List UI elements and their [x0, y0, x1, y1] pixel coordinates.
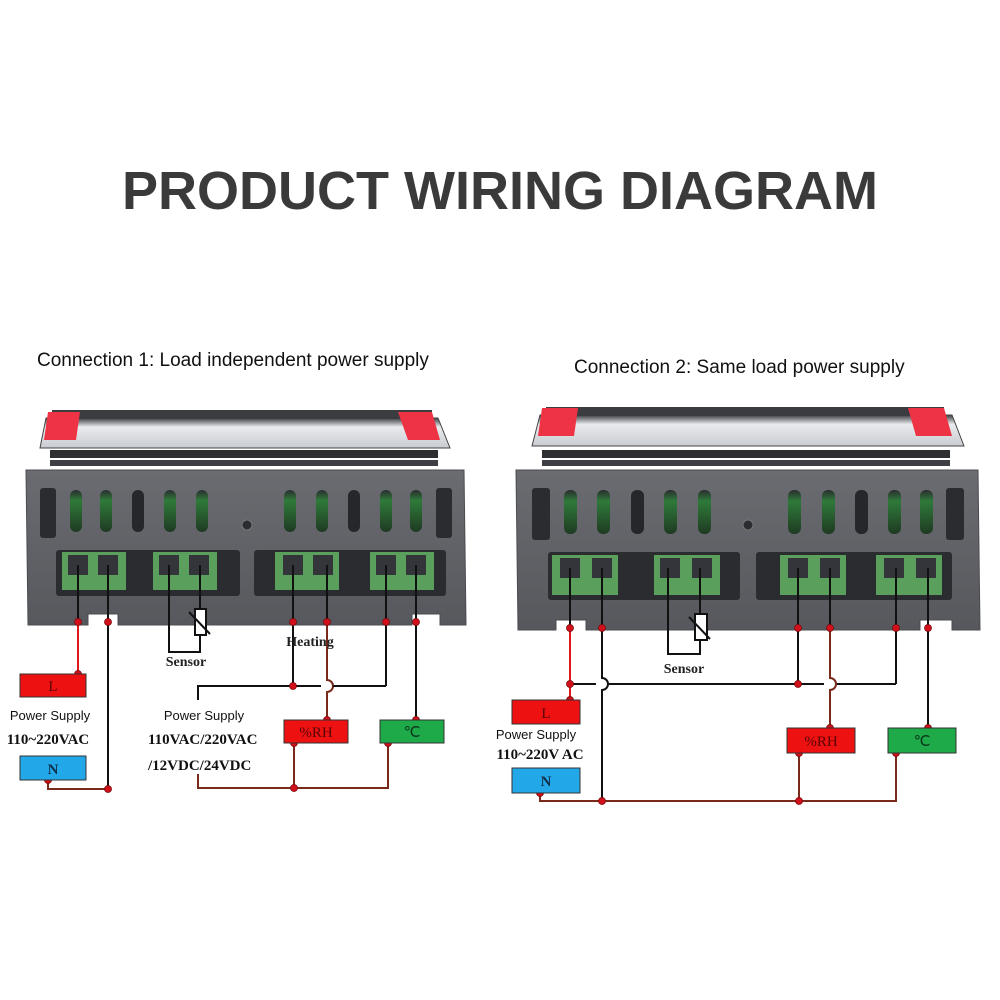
humidity-load-box-1: %RH	[283, 719, 349, 744]
sensor-thermistor-2	[688, 613, 711, 641]
device-top-lid	[39, 417, 451, 449]
device-ridge	[50, 460, 438, 466]
wire-return-bus	[539, 753, 897, 802]
end-cap-right-1	[398, 412, 440, 440]
vent-slots-2	[532, 488, 964, 540]
temperature-label-1: ℃	[404, 725, 421, 741]
device-screw-2	[742, 519, 754, 531]
heating-label-1: Heating	[286, 635, 333, 650]
sensor-thermistor-1	[188, 608, 211, 636]
load-voltage-line2-1: /12VDC/24VDC	[147, 758, 251, 774]
device-body-2	[515, 469, 981, 631]
controller-device-2	[515, 407, 981, 631]
connection-1-title: Connection 1: Load independent power sup…	[37, 350, 429, 371]
temperature-load-box-1: ℃	[379, 719, 445, 744]
neutral-terminal-box-2: N	[511, 767, 581, 794]
device-body-1	[25, 469, 467, 626]
controller-device-1	[25, 410, 467, 626]
mains-voltage-label-2: 110~220V AC	[496, 747, 583, 763]
device-top-bar	[52, 410, 432, 419]
device-ridge	[542, 460, 950, 466]
temperature-label-2: ℃	[914, 734, 931, 750]
neutral-terminal-box-1: N	[19, 755, 87, 781]
page-title: PRODUCT WIRING DIAGRAM	[122, 161, 878, 221]
terminals-2	[552, 555, 942, 595]
temperature-load-box-2: ℃	[887, 727, 957, 754]
device-screw-1	[241, 519, 253, 531]
device-ridge	[50, 450, 438, 458]
load-voltage-line1-1: 110VAC/220VAC	[148, 732, 257, 748]
live-label-2: L	[541, 706, 550, 722]
mains-supply-label-2: Power Supply	[496, 727, 577, 742]
humidity-load-box-2: %RH	[786, 727, 856, 754]
sensor-label-2: Sensor	[664, 662, 704, 677]
wiring-connection-2	[539, 568, 929, 802]
live-label-1: L	[48, 679, 57, 695]
wire-nodes-2	[536, 624, 932, 805]
end-cap-right-2	[908, 408, 952, 436]
mains-supply-label-1: Power Supply	[10, 708, 91, 723]
end-cap-left-1	[44, 412, 80, 440]
humidity-label-1: %RH	[299, 725, 333, 741]
connection-2-title: Connection 2: Same load power supply	[574, 357, 905, 378]
sensor-label-1: Sensor	[166, 655, 206, 670]
wire-relay-2	[829, 628, 837, 728]
wire-load-supply-top	[197, 685, 321, 700]
humidity-label-2: %RH	[804, 734, 838, 750]
live-terminal-box-2: L	[511, 699, 581, 725]
load-supply-label-1: Power Supply	[164, 708, 245, 723]
vent-slots-1	[40, 488, 452, 538]
live-terminal-box-1: L	[19, 673, 87, 698]
device-top-lid	[531, 414, 965, 447]
neutral-label-2: N	[541, 774, 552, 790]
end-cap-left-2	[538, 408, 578, 436]
device-top-bar	[546, 407, 944, 416]
wire-sensor	[667, 568, 701, 655]
neutral-label-1: N	[48, 762, 59, 778]
mains-voltage-label-1: 110~220VAC	[7, 732, 90, 748]
device-ridge	[542, 450, 950, 458]
wire-neutral	[47, 780, 108, 790]
